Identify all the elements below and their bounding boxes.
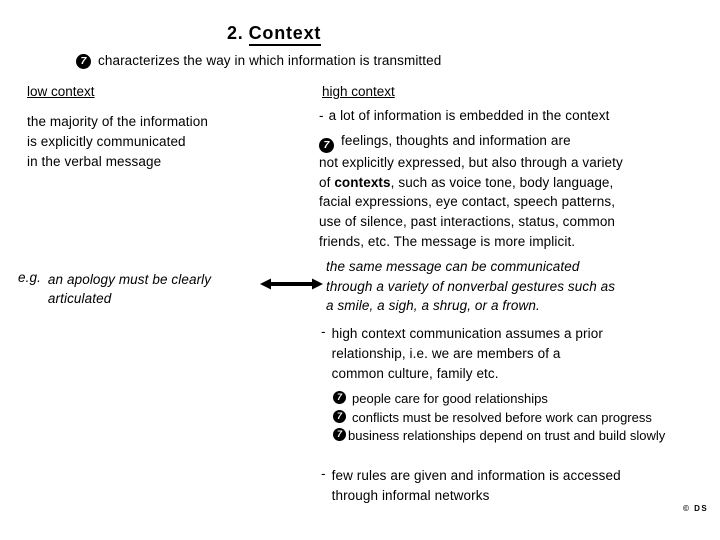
feelings-line-3-post: , such as voice tone, body language, bbox=[390, 174, 614, 190]
feelings-line-6: friends, etc. The message is more implic… bbox=[319, 233, 576, 249]
prior-relationship-point: - high context communication assumes a p… bbox=[321, 324, 603, 384]
text-line: high context communication assumes a pri… bbox=[331, 326, 603, 341]
list-item: 7 business relationships depend on trust… bbox=[333, 428, 665, 443]
embedded-point-text: a lot of information is embedded in the … bbox=[328, 108, 610, 123]
text-line: few rules are given and information is a… bbox=[331, 468, 621, 483]
high-context-heading: high context bbox=[322, 84, 395, 99]
text-line: the majority of the information bbox=[27, 114, 208, 129]
circled-7-bullet-icon: 7 bbox=[333, 409, 346, 423]
title-word: Context bbox=[248, 23, 322, 46]
relationship-bullets: 7 people care for good relationships 7 c… bbox=[333, 391, 665, 447]
intro-text: characterizes the way in which informati… bbox=[98, 53, 442, 68]
example-lines: an apology must be clearly articulated bbox=[48, 270, 211, 308]
text-line: through informal networks bbox=[331, 488, 490, 503]
bullet-text: conflicts must be resolved before work c… bbox=[352, 409, 652, 425]
text-line: common culture, family etc. bbox=[331, 366, 499, 381]
list-item: 7 conflicts must be resolved before work… bbox=[333, 409, 665, 425]
bullet-text: people care for good relationships bbox=[352, 391, 548, 406]
low-context-example: e.g. an apology must be clearly articula… bbox=[18, 270, 211, 308]
prior-relationship-lines: high context communication assumes a pri… bbox=[332, 324, 603, 384]
low-context-heading: low context bbox=[27, 84, 95, 99]
feelings-line-3-bold: contexts bbox=[334, 174, 391, 190]
text-line: through a variety of nonverbal gestures … bbox=[326, 278, 616, 294]
high-context-example: the same message can be communicated thr… bbox=[326, 257, 615, 316]
circled-7-bullet-icon: 7 bbox=[333, 391, 346, 404]
intro-line: 7 characterizes the way in which informa… bbox=[76, 53, 441, 69]
text-line: articulated bbox=[47, 291, 112, 306]
feelings-line-3: of contexts, such as voice tone, body la… bbox=[319, 173, 623, 193]
text-line: an apology must be clearly bbox=[47, 272, 212, 287]
embedded-point: - a lot of information is embedded in th… bbox=[319, 108, 609, 123]
feelings-line-5: use of silence, past interactions, statu… bbox=[319, 214, 616, 230]
copyright: © DS bbox=[683, 504, 709, 513]
dash-marker: - bbox=[321, 324, 326, 339]
circled-7-bullet-icon: 7 bbox=[76, 54, 91, 69]
list-item: 7 people care for good relationships bbox=[333, 391, 665, 406]
feelings-line-2: not explicitly expressed, but also throu… bbox=[319, 154, 623, 170]
text-line: a smile, a sigh, a shrug, or a frown. bbox=[326, 298, 540, 313]
dash-marker: - bbox=[319, 108, 324, 123]
text-line: 7 feelings, thoughts and information are bbox=[319, 131, 623, 153]
title-number: 2. bbox=[227, 23, 244, 43]
feelings-line-3-pre: of bbox=[319, 174, 335, 190]
feelings-line-1: feelings, thoughts and information are bbox=[341, 133, 571, 148]
circled-7-bullet-icon: 7 bbox=[319, 137, 334, 153]
text-line: in the verbal message bbox=[27, 154, 162, 169]
text-line: is explicitly communicated bbox=[27, 134, 186, 149]
example-prefix: e.g. bbox=[18, 270, 41, 285]
circled-7-bullet-icon: 7 bbox=[333, 428, 346, 441]
few-rules-lines: few rules are given and information is a… bbox=[332, 466, 621, 506]
page-title: 2.Context bbox=[227, 23, 322, 46]
dash-marker: - bbox=[321, 466, 326, 481]
text-line: relationship, i.e. we are members of a bbox=[331, 346, 561, 361]
text-line: the same message can be communicated bbox=[326, 259, 580, 274]
low-context-paragraph: the majority of the information is expli… bbox=[27, 112, 208, 172]
double-arrow-icon bbox=[260, 278, 323, 290]
bullet-text: business relationships depend on trust a… bbox=[348, 428, 666, 443]
feelings-line-4: facial expressions, eye contact, speech … bbox=[319, 194, 616, 210]
few-rules-point: - few rules are given and information is… bbox=[321, 466, 621, 506]
